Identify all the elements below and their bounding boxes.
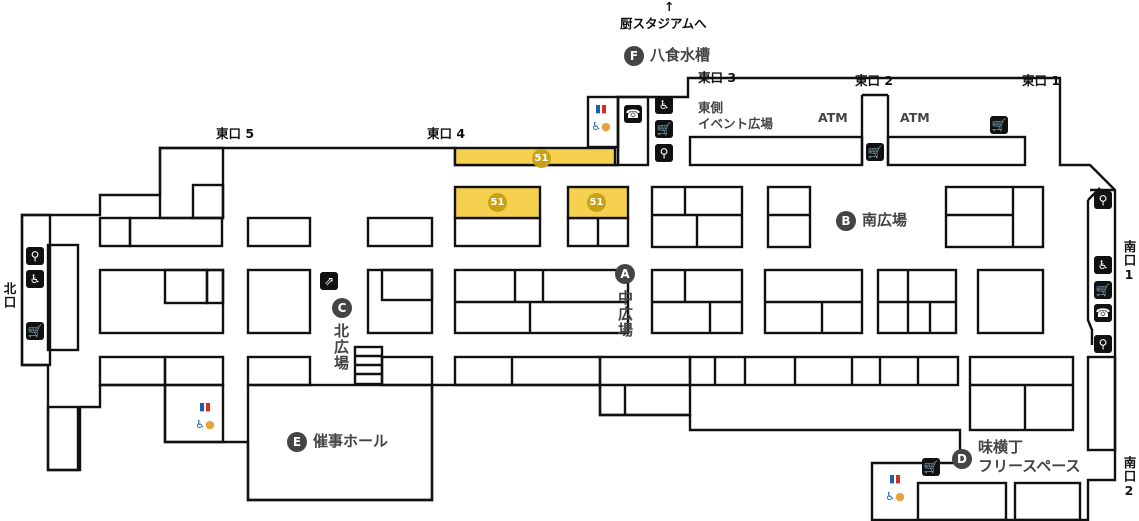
- block: [453, 216, 542, 248]
- area-marker-b: B: [836, 211, 856, 231]
- block: [886, 135, 1027, 167]
- cart-icon: 🛒: [655, 120, 673, 138]
- area-marker-f: F: [624, 46, 644, 66]
- event-plaza-label-1: 東側: [698, 100, 724, 115]
- block: [163, 383, 225, 444]
- block: [1013, 481, 1082, 521]
- search-icon: ⚲: [1094, 191, 1112, 209]
- area-c-label: 北広場: [332, 323, 350, 371]
- block: [163, 355, 225, 387]
- shop-number-badge: 51: [488, 193, 507, 212]
- accessible-icon: ♿: [1094, 256, 1112, 274]
- area-a-label: 中広場: [616, 290, 634, 338]
- block: [366, 216, 434, 248]
- exit-east-1: 東口 1: [1022, 73, 1061, 88]
- stadium-arrow: ↑: [664, 0, 675, 14]
- block: [944, 185, 1045, 249]
- building-outline: [20, 76, 1117, 521]
- block: [688, 135, 864, 167]
- exit-east-5: 東口 5: [216, 126, 255, 141]
- atm-label: ATM: [818, 110, 848, 125]
- block: [98, 216, 132, 248]
- search-icon: ⚲: [26, 247, 44, 265]
- block: [205, 268, 225, 305]
- exit-south-2: 南口2: [1121, 456, 1137, 499]
- block: [163, 268, 209, 305]
- area-marker-c: C: [332, 298, 352, 318]
- stadium-direction: 厨スタジアムへ: [620, 16, 707, 31]
- block: [98, 355, 167, 387]
- block: [976, 268, 1045, 335]
- atm-label: ATM: [900, 110, 930, 125]
- exit-east-4: 東口 4: [427, 126, 466, 141]
- exit-north: 北口: [1, 282, 17, 309]
- service-room: [616, 95, 650, 167]
- block: [158, 146, 225, 220]
- exit-east-2: 東口 2: [855, 73, 894, 88]
- cart-icon: 🛒: [866, 143, 884, 161]
- block: [246, 355, 312, 387]
- area-marker-a: A: [615, 264, 635, 284]
- area-e-label: 催事ホール: [313, 432, 389, 450]
- area-marker-e: E: [287, 432, 307, 452]
- search-icon: ⚲: [1094, 335, 1112, 353]
- block: [688, 355, 960, 387]
- event-hall: [246, 383, 434, 502]
- block: [766, 185, 812, 249]
- block: [968, 355, 1075, 432]
- exit-east-3: 東口 3: [698, 70, 737, 85]
- area-d-label-1: 味横丁: [978, 438, 1024, 456]
- shop-number-badge: 51: [587, 193, 606, 212]
- search-icon: ⚲: [655, 144, 673, 162]
- restroom-icon: ▮▮♿●: [591, 102, 611, 133]
- area-b-label: 南広場: [862, 211, 908, 229]
- block: [246, 216, 312, 248]
- area-f-label: 八食水槽: [650, 46, 711, 64]
- cart-icon: 🛒: [990, 116, 1008, 134]
- north-inner-block: [46, 243, 80, 352]
- block: [191, 183, 225, 220]
- north-column: [20, 213, 52, 367]
- block: [98, 268, 225, 335]
- exit-south-1: 南口1: [1121, 240, 1137, 283]
- area-marker-d: D: [952, 449, 972, 469]
- shop-number-badge: 51: [532, 149, 551, 168]
- block: [1086, 355, 1117, 452]
- block: [128, 216, 224, 248]
- block: [366, 268, 434, 335]
- event-plaza-label-2: イベント広場: [698, 116, 774, 131]
- block: [380, 355, 434, 387]
- block: [246, 268, 312, 335]
- phone-icon: ☎: [1094, 304, 1112, 322]
- north-lower-block: [46, 405, 80, 472]
- cart-icon: 🛒: [922, 458, 940, 476]
- block: [916, 481, 1008, 521]
- block: [453, 355, 602, 387]
- phone-icon: ☎: [624, 105, 642, 123]
- restroom-icon: ▮▮♿●: [195, 400, 215, 431]
- escalator-icon: ⇗: [320, 272, 338, 290]
- accessible-icon: ♿: [655, 96, 673, 114]
- area-d-label-2: フリースペース: [978, 457, 1081, 475]
- cart-icon: 🛒: [26, 322, 44, 340]
- block: [380, 268, 434, 302]
- restroom-icon: ▮▮♿●: [885, 472, 905, 503]
- accessible-icon: ♿: [26, 270, 44, 288]
- cart-icon: 🛒: [1094, 281, 1112, 299]
